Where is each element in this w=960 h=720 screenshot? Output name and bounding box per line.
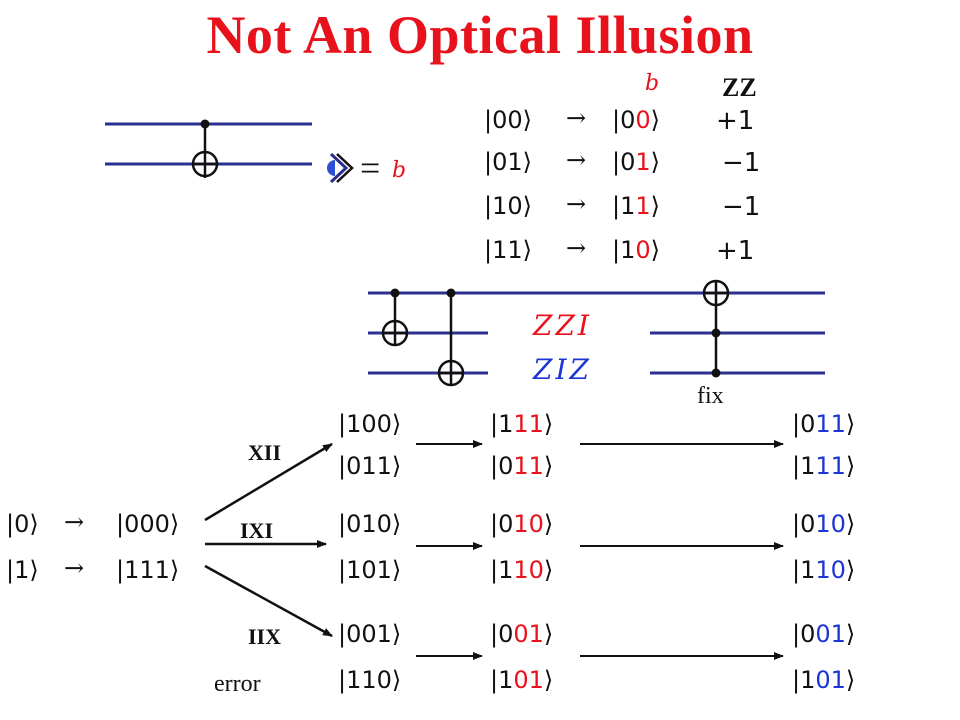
state-ket: |110⟩ xyxy=(792,556,856,584)
arrow: → xyxy=(566,146,587,174)
input-ket: |00⟩ xyxy=(484,106,533,134)
output-ket: |11⟩ xyxy=(612,192,661,220)
state-ket: |110⟩ xyxy=(490,556,554,584)
encoded-ket-1: |111⟩ xyxy=(116,556,180,584)
page-title: Not An Optical Illusion xyxy=(206,5,754,65)
logical-ket-1: |1⟩ xyxy=(6,556,39,584)
control-dot xyxy=(200,119,210,129)
syndrome-control-dots xyxy=(390,288,721,378)
state-ket: |001⟩ xyxy=(490,620,554,648)
logical-ket-0: |0⟩ xyxy=(6,510,39,538)
cnot-gate xyxy=(191,119,219,178)
cnot-circuit xyxy=(105,122,312,166)
state-ket: |111⟩ xyxy=(792,452,856,480)
zz-value: −1 xyxy=(722,192,761,222)
fix-label: fix xyxy=(697,383,724,409)
state-ket: |011⟩ xyxy=(490,452,554,480)
state-ket: |001⟩ xyxy=(338,620,402,648)
state-ket: |101⟩ xyxy=(490,666,554,694)
output-ket: |10⟩ xyxy=(612,236,661,264)
error-label-ixi: IXI xyxy=(240,518,274,543)
table-header-zz: ZZ xyxy=(722,73,757,102)
zz-value: +1 xyxy=(716,236,755,266)
arrow: → xyxy=(566,190,587,218)
syndrome-circuit-wires xyxy=(368,291,825,375)
state-ket: |100⟩ xyxy=(338,410,402,438)
branch-arrows xyxy=(204,442,333,638)
state-ket: |101⟩ xyxy=(338,556,402,584)
state-ket: |010⟩ xyxy=(792,510,856,538)
equals-sign: = xyxy=(360,148,381,188)
flow-arrows xyxy=(416,440,784,660)
input-ket: |01⟩ xyxy=(484,148,533,176)
meter-result: b xyxy=(392,158,407,183)
error-label-xii: XII xyxy=(248,440,282,465)
state-ket: |010⟩ xyxy=(338,510,402,538)
label-ziz: ZIZ xyxy=(533,353,592,386)
arrow: → xyxy=(64,508,85,536)
input-ket: |10⟩ xyxy=(484,192,533,220)
encoded-ket-0: |000⟩ xyxy=(116,510,180,538)
state-ket: |011⟩ xyxy=(792,410,856,438)
state-ket: |010⟩ xyxy=(490,510,554,538)
state-ket: |011⟩ xyxy=(338,452,402,480)
arrow: → xyxy=(566,104,587,132)
measurement-icon xyxy=(327,152,354,184)
label-zzi: ZZI xyxy=(533,309,592,342)
error-caption: error xyxy=(214,671,261,697)
state-ket: |110⟩ xyxy=(338,666,402,694)
state-ket: |101⟩ xyxy=(792,666,856,694)
output-ket: |00⟩ xyxy=(612,106,661,134)
error-label-iix: IIX xyxy=(248,624,282,649)
output-ket: |01⟩ xyxy=(612,148,661,176)
table-header-b: b xyxy=(645,71,660,96)
syndrome-gates xyxy=(381,279,730,387)
zz-value: +1 xyxy=(716,106,755,136)
state-ket: |001⟩ xyxy=(792,620,856,648)
arrow: → xyxy=(64,554,85,582)
zz-value: −1 xyxy=(722,148,761,178)
state-ket: |111⟩ xyxy=(490,410,554,438)
input-ket: |11⟩ xyxy=(484,236,533,264)
arrow: → xyxy=(566,234,587,262)
